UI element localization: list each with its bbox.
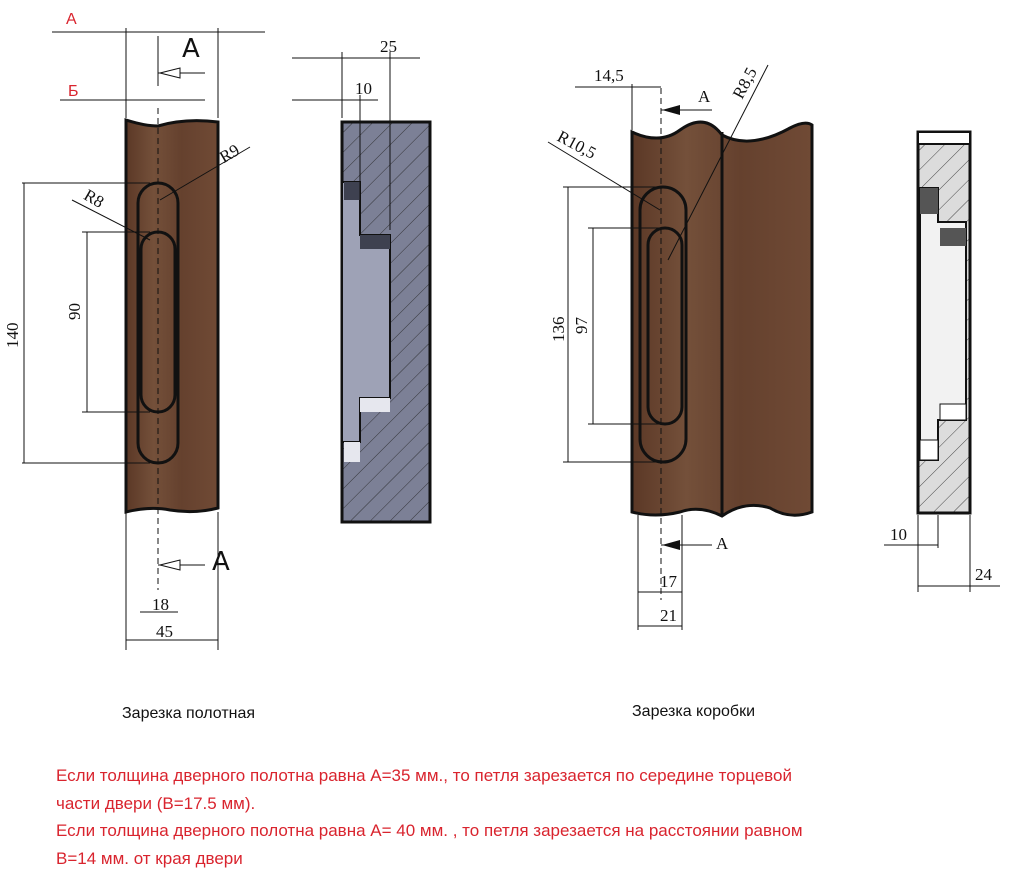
dim-18: 18 — [152, 595, 169, 614]
section-mark-bottom: A — [212, 547, 230, 577]
dim-17: 17 — [660, 572, 678, 591]
door-frame-section-view: 10 24 — [884, 130, 1000, 592]
left-dimensions: А Б A A R9 R8 140 90 18 45 — [3, 11, 265, 650]
dim-r9: R9 — [216, 140, 243, 166]
dim-10-left: 10 — [355, 79, 372, 98]
dim-14-5: 14,5 — [594, 66, 624, 85]
slot-inner — [646, 226, 684, 426]
dim-21: 21 — [660, 606, 677, 625]
door-leaf-section-view: 25 10 — [292, 37, 432, 524]
caption-door-frame: Зарезка коробки — [632, 703, 755, 720]
dim-24: 24 — [975, 565, 993, 584]
section-mark-bottom-right: A — [716, 534, 729, 553]
dim-97: 97 — [572, 317, 591, 335]
note-line: части двери (В=17.5 мм). — [56, 793, 256, 813]
slot-outer — [638, 185, 688, 464]
section-mark-top: A — [182, 34, 200, 64]
slot-inner — [139, 230, 177, 414]
dim-r10-5: R10,5 — [554, 127, 599, 163]
door-frame-front-view — [630, 88, 814, 600]
label-a-red: А — [66, 11, 77, 28]
dim-140: 140 — [3, 323, 22, 349]
dim-90: 90 — [65, 303, 84, 320]
note-line: Если толщина дверного полотна равна А= 4… — [56, 821, 803, 840]
label-b-red: Б — [68, 83, 79, 100]
caption-door-leaf: Зарезка полотная — [122, 705, 255, 722]
instruction-notes: Если толщина дверного полотна равна А=35… — [56, 762, 1016, 872]
dim-10-right: 10 — [890, 525, 907, 544]
dim-136: 136 — [549, 317, 568, 343]
dim-r8-5: R8,5 — [729, 64, 761, 102]
slot-outer — [136, 181, 180, 465]
note-line: Если толщина дверного полотна равна А=35… — [56, 766, 792, 785]
section-mark-top-right: A — [698, 87, 711, 106]
dim-45: 45 — [156, 622, 173, 641]
door-leaf-front-view — [124, 108, 220, 590]
note-line: В=14 мм. от края двери — [56, 848, 243, 868]
dim-25: 25 — [380, 37, 397, 56]
dim-r8: R8 — [81, 185, 108, 211]
